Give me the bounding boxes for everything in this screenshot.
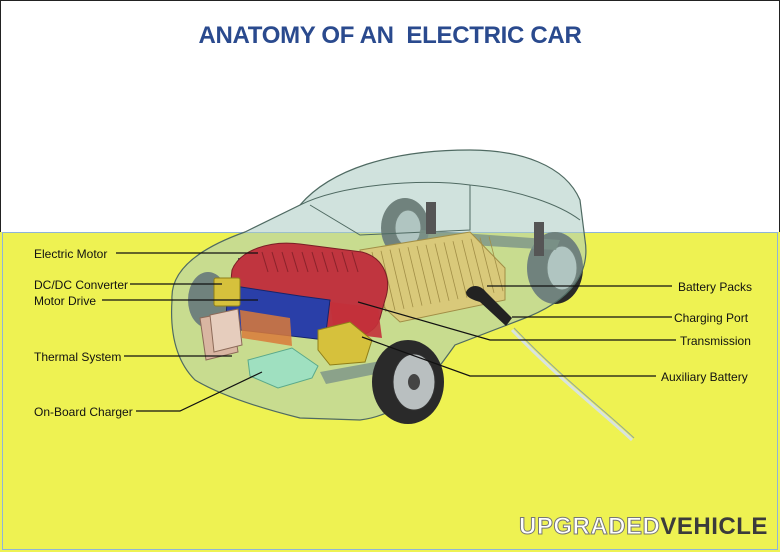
label-onboard-charger: On-Board Charger: [34, 405, 133, 419]
motor-rib-line: [271, 251, 279, 273]
motor-ribs: [261, 251, 359, 273]
leader-onboard-charger: [136, 371, 263, 412]
windshield: [309, 185, 471, 236]
dcdc-converter: [213, 277, 241, 307]
battery-cell-line: [443, 242, 459, 300]
label-motor-drive: Motor Drive: [34, 294, 97, 308]
logo-part-upgraded: UPGRADED: [518, 513, 661, 541]
front-right-wheel: [372, 340, 444, 424]
onboard-charger: [247, 347, 319, 389]
upgraded-vehicle-logo: UPGRADEDVEHICLE: [518, 513, 768, 541]
battery-cell-line: [380, 250, 396, 311]
battery-cell-line: [416, 245, 432, 305]
battery-cell-line: [407, 247, 423, 306]
motor-rib-line: [321, 251, 329, 273]
label-thermal-system: Thermal System: [34, 350, 122, 364]
charging-cable: [510, 328, 634, 442]
label-dcdc-converter: DC/DC Converter: [34, 278, 129, 292]
battery-cell-line: [452, 241, 468, 298]
logo-part-vehicle: VEHICLE: [660, 513, 768, 540]
label-battery-packs: Battery Packs: [678, 280, 753, 294]
charging-cable-outline: [513, 327, 635, 439]
battery-cell-line: [479, 237, 495, 293]
battery-cell-line: [488, 236, 504, 292]
charging-plug: [466, 286, 512, 326]
label-charging-port: Charging Port: [674, 311, 749, 325]
page-title: ANATOMY OF AN ELECTRIC CAR: [198, 22, 582, 49]
motor-rib-line: [291, 251, 299, 273]
motor-rib-line: [351, 251, 359, 273]
orange-unit: [240, 310, 292, 346]
leader-transmission: [357, 301, 676, 341]
battery-cell-line: [425, 244, 441, 303]
battery-cell-line: [389, 249, 405, 309]
label-transmission: Transmission: [680, 334, 751, 348]
motor-rib-line: [341, 251, 349, 273]
label-auxiliary-battery: Auxiliary Battery: [661, 370, 748, 384]
motor-rib-line: [331, 251, 339, 273]
auxiliary-battery: [317, 321, 373, 366]
thermal-system: [199, 308, 243, 361]
battery-cell-line: [470, 238, 486, 295]
motor-rib-line: [281, 251, 289, 273]
battery-cells: [371, 236, 504, 313]
battery-cell-line: [398, 248, 414, 308]
label-electric-motor: Electric Motor: [34, 247, 108, 261]
motor-rib-line: [261, 251, 269, 273]
motor-rib-line: [311, 251, 319, 273]
motor-rib-line: [301, 251, 309, 273]
leader-lines: [102, 252, 676, 412]
roof-line: [299, 181, 581, 221]
battery-cell-line: [434, 243, 450, 301]
leader-auxiliary-battery: [361, 336, 656, 377]
